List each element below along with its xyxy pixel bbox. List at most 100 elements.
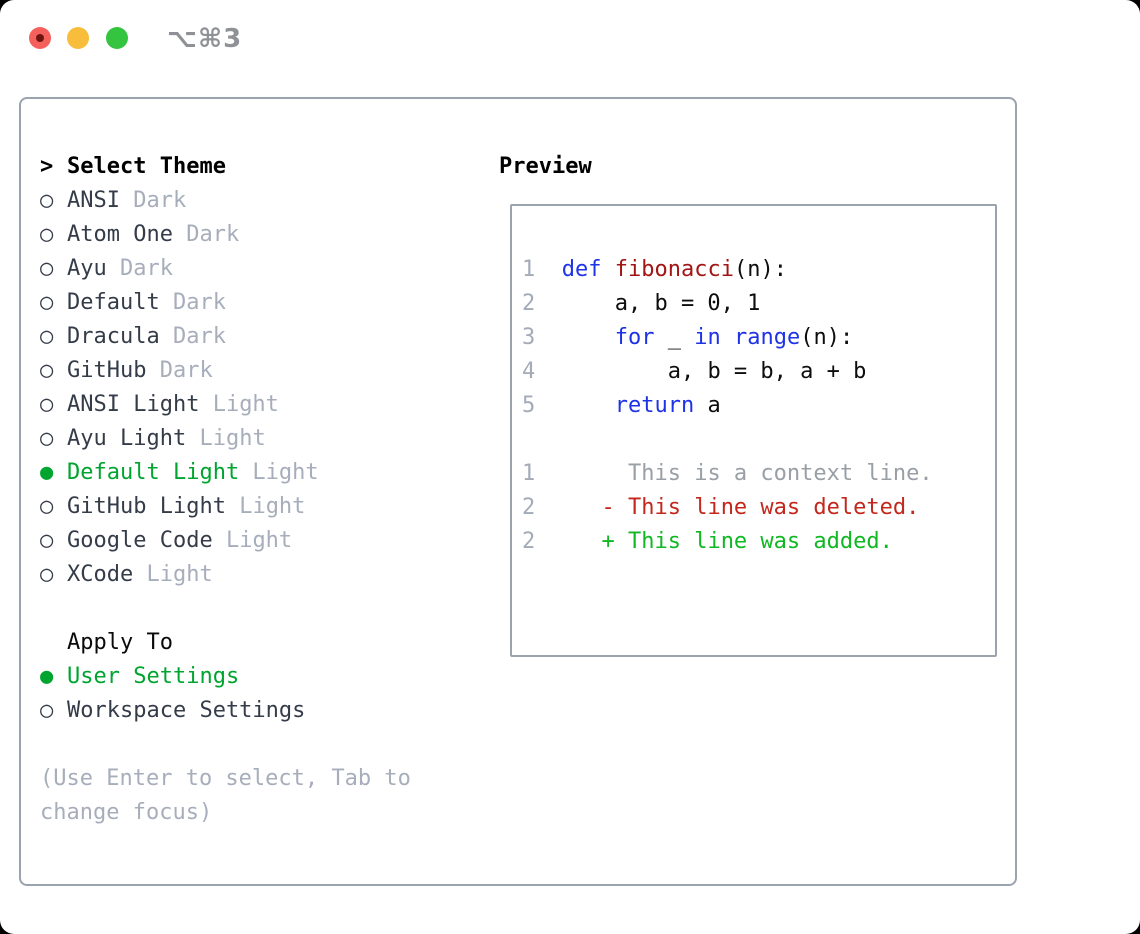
radio-unselected-icon: ○ <box>40 494 54 519</box>
code-segment-kw: in <box>694 325 721 350</box>
help-text-line-2: change focus) <box>40 800 213 825</box>
theme-option-ansi[interactable]: ○ ANSI Dark <box>40 184 411 218</box>
code-line: 3 for _ in range(n): <box>522 321 995 355</box>
code-segment-num: 3 <box>522 325 615 350</box>
code-segment-kw: range <box>733 325 801 350</box>
option-label: Default <box>67 290 160 315</box>
theme-option-default-light[interactable]: ● Default Light Light <box>40 456 411 490</box>
theme-option-atom-one[interactable]: ○ Atom One Dark <box>40 218 411 252</box>
radio-unselected-icon: ○ <box>40 256 54 281</box>
code-segment-plain: (n): <box>800 325 854 350</box>
code-segment-kw: return <box>614 393 695 418</box>
code-segment-plain <box>721 325 734 350</box>
option-label: ANSI Light <box>67 392 200 417</box>
apply-to-header: Apply To <box>40 626 411 660</box>
close-button[interactable] <box>29 27 51 49</box>
code-segment-del: - This line was deleted. <box>601 495 920 520</box>
code-segment-num: 5 <box>522 393 615 418</box>
code-segment-kw: def <box>561 257 602 282</box>
theme-option-ayu-light[interactable]: ○Ayu Light Light <box>40 422 411 456</box>
help-text-line-1: (Use Enter to select, Tab to <box>40 766 411 791</box>
variant-label: Dark <box>106 256 173 281</box>
theme-list: ○ ANSI Dark ○ Atom One Dark ○ Ayu Dark ○ Defaul… <box>40 184 411 592</box>
spacer <box>40 592 411 626</box>
preview-title: Preview <box>499 154 592 179</box>
option-label: Workspace Settings <box>67 698 306 723</box>
title-bar: ⌥⌘3 <box>0 0 1140 76</box>
variant-label: Light <box>212 528 293 553</box>
variant-label: Dark <box>146 358 213 383</box>
option-label: Default Light <box>67 460 240 485</box>
option-label: Google Code <box>67 528 213 553</box>
option-label: Ayu <box>67 256 107 281</box>
radio-unselected-icon: ○ <box>40 222 54 247</box>
theme-option-github[interactable]: ○ GitHub Dark <box>40 354 411 388</box>
code-line: 1 This is a context line. <box>522 457 995 491</box>
option-label: ANSI <box>67 188 120 213</box>
code-line: 2 + This line was added. <box>522 525 995 559</box>
option-label: Atom One <box>67 222 173 247</box>
code-line: 1 def fibonacci(n): <box>522 253 995 287</box>
variant-label: Light <box>239 460 319 485</box>
radio-selected-icon: ● <box>40 460 54 485</box>
radio-unselected-icon: ○ <box>40 528 54 553</box>
close-dot-icon <box>36 34 44 42</box>
code-segment-plain <box>602 257 615 282</box>
theme-option-github-light[interactable]: ○ GitHub Light Light <box>40 490 411 524</box>
code-segment-ctx: This is a context line. <box>627 461 933 486</box>
radio-unselected-icon: ○ <box>40 290 54 315</box>
code-segment-fn: fibonacci <box>614 257 734 282</box>
code-segment-plain: a <box>694 393 721 418</box>
code-segment-plain: a, b = b, a + b <box>667 359 867 384</box>
variant-label: Dark <box>159 324 226 349</box>
code-segment-plain: a, b = 0, 1 <box>614 291 761 316</box>
radio-unselected-icon: ○ <box>40 392 54 417</box>
code-segment-num: 4 <box>522 359 668 384</box>
theme-option-google-code[interactable]: ○ Google Code Light <box>40 524 411 558</box>
theme-option-ansi-light[interactable]: ○ANSI Light Light <box>40 388 411 422</box>
apply-to-list: ● User Settings ○ Workspace Settings <box>40 660 411 728</box>
minimize-button[interactable] <box>67 27 89 49</box>
variant-label: Dark <box>172 222 240 247</box>
radio-unselected-icon: ○ <box>40 324 54 349</box>
variant-label: Light <box>225 494 306 519</box>
theme-picker-panel: >Select Theme ○ANSI Dark○Atom One Dark○A… <box>19 97 1017 886</box>
select-theme-header: > Select Theme <box>40 150 411 184</box>
code-segment-kw: for <box>614 325 655 350</box>
variant-label: Dark <box>119 188 187 213</box>
variant-label: Light <box>186 426 266 451</box>
variant-label: Dark <box>159 290 226 315</box>
window-shortcut-label: ⌥⌘3 <box>167 24 243 54</box>
apply-to-indent <box>40 626 67 660</box>
apply-to-title: Apply To <box>67 630 173 655</box>
theme-option-ayu[interactable]: ○ Ayu Dark <box>40 252 411 286</box>
option-label: GitHub Light <box>67 494 226 519</box>
spacer <box>40 728 411 762</box>
radio-unselected-icon: ○ <box>40 698 54 723</box>
apply-option-workspace-settings[interactable]: ○ Workspace Settings <box>40 694 411 728</box>
option-label: GitHub <box>67 358 147 383</box>
radio-unselected-icon: ○ <box>40 358 54 383</box>
code-line: 5 return a <box>522 389 995 423</box>
theme-option-dracula[interactable]: ○Dracula Dark <box>40 320 411 354</box>
code-segment-num: 2 <box>522 495 602 520</box>
theme-option-default[interactable]: ○ Default Dark <box>40 286 411 320</box>
theme-option-xcode[interactable]: ○XCode Light <box>40 558 411 592</box>
option-label: User Settings <box>67 664 240 689</box>
code-line: 2 a, b = 0, 1 <box>522 287 995 321</box>
code-segment-num: 1 <box>522 257 562 282</box>
focus-arrow-icon: > <box>40 154 54 179</box>
zoom-button[interactable] <box>106 27 128 49</box>
code-segment-plain: (n): <box>733 257 787 282</box>
radio-unselected-icon: ○ <box>40 562 54 587</box>
code-segment-num: 2 <box>522 529 602 554</box>
radio-selected-icon: ● <box>40 664 54 689</box>
select-theme-title: Select Theme <box>67 154 226 179</box>
option-label: Ayu Light <box>67 426 187 451</box>
apply-option-user-settings[interactable]: ● User Settings <box>40 660 411 694</box>
radio-unselected-icon: ○ <box>40 188 54 213</box>
code-line: 2 - This line was deleted. <box>522 491 995 525</box>
code-segment-add: + This line was added. <box>601 529 893 554</box>
